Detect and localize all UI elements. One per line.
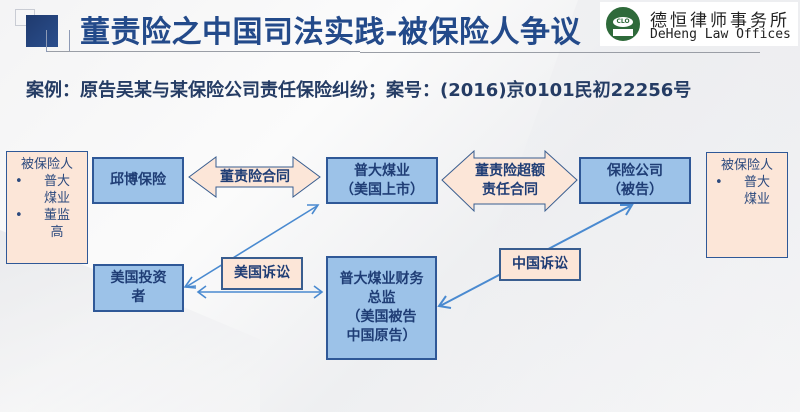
insured-bullet: • 普大 煤业: [711, 174, 783, 208]
case-description: 案例：原告吴某与某保险公司责任保险纠纷；案号：(2016)京0101民初2225…: [26, 80, 692, 101]
insured-heading: 被保险人: [720, 158, 773, 173]
node-label: 美国投资: [110, 270, 167, 286]
edge-label-us-litigation: 美国诉讼: [221, 257, 303, 290]
firm-logo: CLO 德恒律师事务所 DeHeng Law Offices: [600, 2, 798, 46]
emblem-text: CLO: [613, 17, 633, 27]
edge-label-text: 美国诉讼: [234, 265, 290, 281]
node-label: （被告）: [607, 181, 663, 198]
firm-name-cn: 德恒律师事务所: [650, 11, 790, 31]
bullet-text-line: 普大: [43, 174, 70, 189]
emblem-base: [613, 29, 633, 36]
edge-label-cn-litigation: 中国诉讼: [499, 248, 581, 281]
excess-contract-double-arrow: [441, 149, 578, 213]
node-label: 保险公司: [607, 162, 663, 179]
bullet-text-line: 煤业: [43, 191, 70, 206]
edge-label-excess-contract: 董责险超额 责任合同: [470, 162, 550, 200]
right-insured-box: 被保险人 • 普大 煤业: [706, 152, 788, 258]
edge-label-do-contract: 董责险合同: [220, 169, 290, 185]
title-underline: [360, 52, 760, 53]
bullet-text-line: 普大: [743, 175, 770, 190]
node-puda-coal: 普大煤业 （美国上市）: [326, 157, 438, 204]
node-label: 中国原告）: [346, 328, 417, 344]
firm-name-en: DeHeng Law Offices: [650, 27, 791, 42]
edge-label-line: 董责险超额: [475, 163, 545, 179]
node-label: 普大煤业财务: [339, 271, 424, 287]
firm-emblem-icon: CLO: [606, 7, 640, 41]
node-cfo: 普大煤业财务 总监 （美国被告 中国原告）: [326, 256, 437, 360]
node-label: 总监: [367, 290, 396, 306]
node-qiubo-insurance: 邱博保险: [92, 157, 184, 204]
title-decoration-square: [26, 15, 58, 47]
node-label: 邱博保险: [110, 172, 166, 188]
edge-label-line: 责任合同: [482, 182, 538, 198]
bullet-icon: •: [15, 174, 23, 189]
bullet-text-line: 董监: [43, 208, 70, 223]
insured-heading: 被保险人: [20, 157, 73, 172]
node-label: （美国被告: [346, 309, 417, 325]
bullet-icon: •: [715, 175, 723, 190]
node-label: 普大煤业: [354, 162, 410, 179]
title-underline: [48, 51, 360, 52]
insured-bullet: • 董监 高: [11, 207, 83, 241]
node-label: （美国上市）: [340, 181, 424, 198]
bullet-icon: •: [15, 208, 23, 223]
do-contract-double-arrow: [188, 156, 321, 198]
edge-label-text: 中国诉讼: [512, 256, 568, 272]
node-label: 者: [131, 289, 146, 305]
bullet-text-line: 煤业: [743, 192, 770, 207]
slide-title: 董责险之中国司法实践-被保险人争议: [80, 15, 581, 50]
insured-bullet: • 普大 煤业: [11, 173, 83, 207]
node-us-investors: 美国投资 者: [93, 264, 184, 312]
us-litigation-line: [185, 205, 318, 288]
bullet-text-line: 高: [50, 225, 64, 240]
node-insurance-company: 保险公司 （被告）: [579, 157, 691, 204]
left-insured-box: 被保险人 • 普大 煤业 • 董监 高: [6, 151, 88, 264]
